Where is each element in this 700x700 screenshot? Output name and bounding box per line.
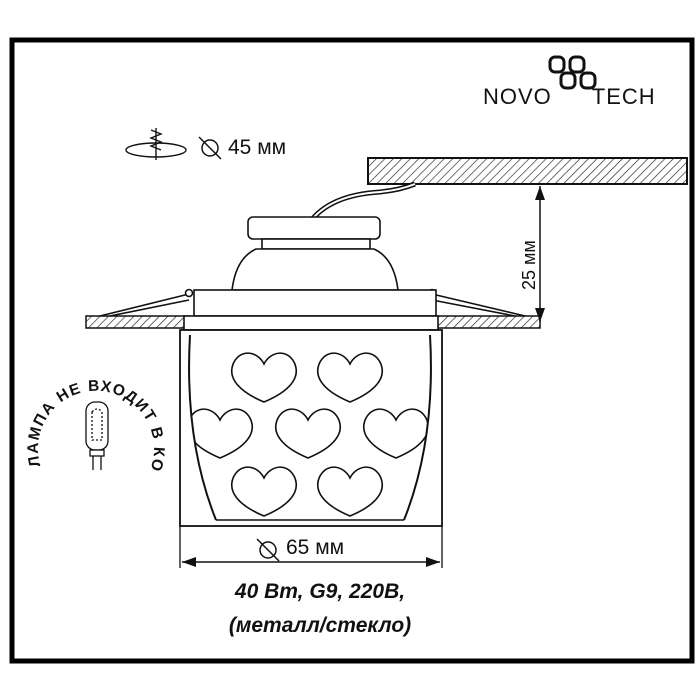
lamp-bulb-icon: [85, 401, 109, 470]
spec-material: (металл/стекло): [228, 614, 412, 637]
svg-text:ЛАМПА НЕ ВХОДИТ В КОМПЛЕКТ: ЛАМПА НЕ ВХОДИТ В КОМПЛЕКТ: [0, 0, 167, 474]
ceiling-slab: [367, 157, 688, 185]
cutout-text: 45 мм: [228, 136, 287, 159]
depth-dimension: [535, 186, 545, 322]
depth-text: 25 мм: [519, 240, 539, 290]
outer-frame: [9, 37, 695, 664]
cutout-diameter-label: 45 мм: [228, 136, 286, 160]
width-text: 65 мм: [286, 536, 345, 559]
width-dimension: [179, 526, 443, 568]
brand-right: TECH: [591, 84, 656, 109]
diameter-icon: [198, 136, 280, 562]
brand-left: NOVO: [483, 84, 552, 109]
depth-label: 25 мм: [519, 240, 540, 290]
brand-logo: NOVO TECH: [483, 84, 656, 110]
housing: [183, 216, 439, 331]
cutout-icon: [125, 128, 187, 160]
spec-power: 40 Вт, G9, 220В,: [234, 580, 406, 603]
width-label: 65 мм: [286, 536, 344, 560]
badge-text: ЛАМПА НЕ ВХОДИТ В КОМПЛЕКТ: [0, 0, 166, 474]
lamp-badge: ЛАМПА НЕ ВХОДИТ В КОМПЛЕКТ: [0, 0, 167, 474]
glass-shade: [179, 329, 443, 527]
brand-logo-icon: [548, 55, 597, 90]
